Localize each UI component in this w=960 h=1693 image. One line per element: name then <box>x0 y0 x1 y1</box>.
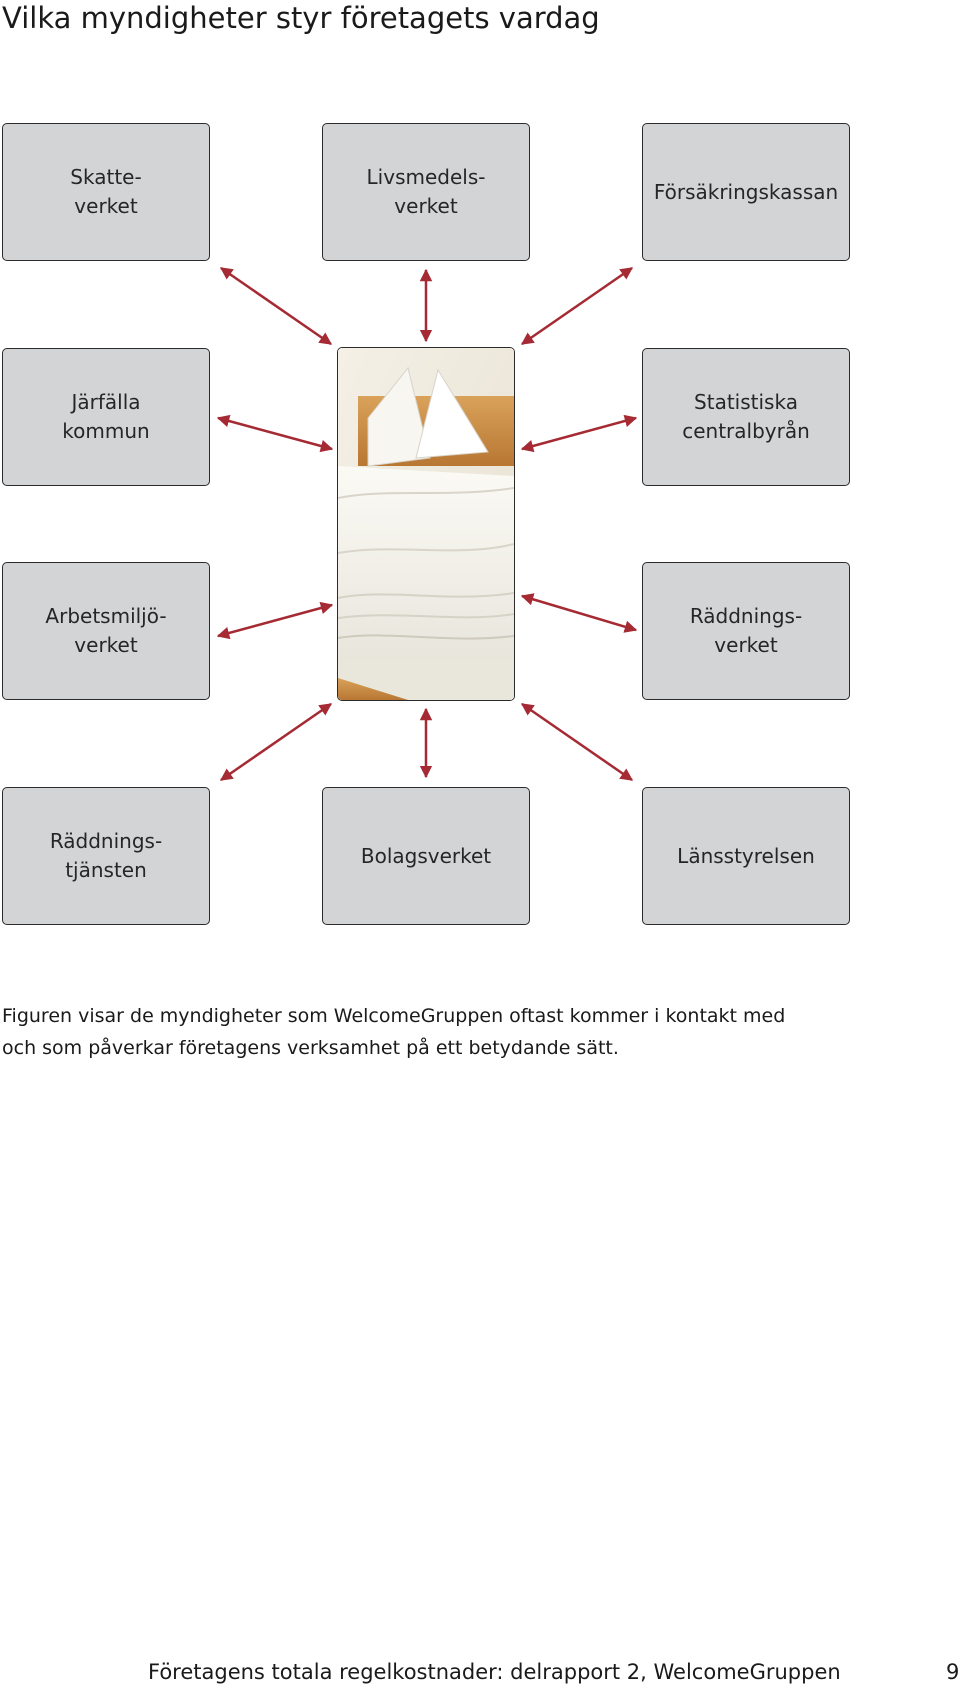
node-lansstyrelsen: Länsstyrelsen <box>642 787 850 925</box>
node-forsakringskassan: Försäkringskassan <box>642 123 850 261</box>
bed-illustration <box>338 348 514 700</box>
page-number: 9 <box>946 1660 960 1684</box>
node-bolagsverket: Bolagsverket <box>322 787 530 925</box>
node-skatteverket: Skatte- verket <box>2 123 210 261</box>
page-title: Vilka myndigheter styr företagets vardag <box>2 1 600 35</box>
node-arbetsmiljoverket: Arbetsmiljö- verket <box>2 562 210 700</box>
node-jarfalla-kommun: Järfälla kommun <box>2 348 210 486</box>
arrow-forsakringskassan <box>520 266 634 346</box>
node-livsmedelsverket: Livsmedels- verket <box>322 123 530 261</box>
caption-line-2: och som påverkar företagens verksamhet p… <box>2 1037 619 1059</box>
figure-caption: Figuren visar de myndigheter som Welcome… <box>2 1000 902 1064</box>
arrow-skatteverket <box>219 266 333 346</box>
node-raddningsverket: Räddnings- verket <box>642 562 850 700</box>
arrow-statistiska-centralbyran <box>520 414 638 453</box>
footer-text: Företagens totala regelkostnader: delrap… <box>148 1660 841 1684</box>
arrow-raddningstjansten <box>219 702 333 782</box>
node-statistiska-centralbyran: Statistiska centralbyrån <box>642 348 850 486</box>
arrow-jarfalla-kommun <box>216 414 334 453</box>
arrow-raddningsverket <box>520 593 638 633</box>
caption-line-1: Figuren visar de myndigheter som Welcome… <box>2 1005 786 1027</box>
arrow-lansstyrelsen <box>520 702 634 782</box>
hotel-bed-photo <box>337 347 515 701</box>
node-raddningstjansten: Räddnings- tjänsten <box>2 787 210 925</box>
arrow-arbetsmiljoverket <box>216 601 334 640</box>
